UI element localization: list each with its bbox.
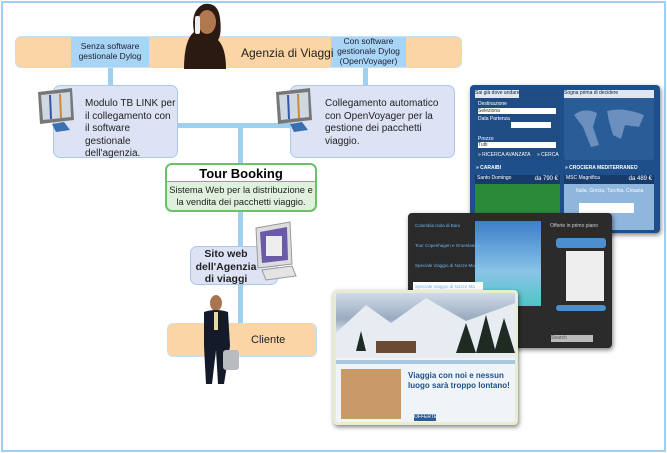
tb-link-text: Modulo TB LINK per il collegamento con i…: [85, 98, 176, 159]
openvoyager-text: Collegamento automatico con OpenVoyager …: [325, 98, 439, 147]
offer-price: da 790 €: [534, 176, 558, 182]
category-caribbean[interactable]: » CARAIBI: [476, 165, 502, 171]
client-label: Cliente: [251, 334, 286, 346]
connector: [108, 68, 113, 86]
without-dylog-cell: Senza software gestionale Dylog: [71, 37, 149, 67]
map-panel-title: Sogna prima di decidere: [564, 90, 654, 98]
site-headline: Viaggia con noi e nessun luogo sarà trop…: [408, 371, 510, 390]
offer-list-item[interactable]: Speciale Viaggio di Nozze Mo: [415, 263, 475, 268]
price-label: Prezzo: [478, 136, 494, 142]
computer-icon: [255, 221, 297, 281]
connector: [363, 68, 368, 86]
businessman-icon: [204, 295, 239, 384]
featured-offers-title: Offerte in primo piano: [550, 223, 598, 229]
screenshot-mountain-site: Viaggia con noi e nessun luogo sarà trop…: [333, 290, 518, 425]
client-box: Cliente: [167, 323, 317, 357]
search-panel-title: Sai già dove andare: [475, 90, 520, 98]
monitor-icon: [276, 88, 312, 132]
tour-booking-description: Sistema Web per la distribuzione e la ve…: [169, 185, 313, 207]
destination-label: Destinazione: [478, 101, 507, 107]
site-search-input[interactable]: Search: [551, 335, 593, 342]
offer-santo-domingo[interactable]: Santo Domingo: [475, 175, 560, 184]
connector: [238, 123, 243, 323]
screenshot-search-portal: Sai già dove andare Destinazione Selezio…: [470, 85, 660, 233]
date-input[interactable]: [511, 122, 551, 128]
tour-booking-box: Tour Booking Sistema Web per la distribu…: [165, 163, 317, 212]
agent-on-phone-icon: [184, 3, 226, 69]
travel-agency-bar: Senza software gestionale Dylog Con soft…: [15, 36, 462, 68]
offers-button[interactable]: OFFERTE: [414, 414, 438, 421]
tour-booking-title: Tour Booking: [167, 165, 315, 182]
agency-website-text: Sito web dell'Agenzia di viaggi: [195, 248, 257, 286]
agency-title: Agenzia di Viaggi: [241, 46, 334, 60]
offer-price: da 489 €: [628, 176, 652, 182]
offer-msc-magnifica[interactable]: MSC Magnifica: [564, 175, 654, 184]
dates-label: Data Partenza: [478, 116, 510, 122]
offer-list-item[interactable]: Tour Copenhagen e Groenlandia: [415, 243, 481, 248]
search-button[interactable]: » CERCA: [537, 152, 559, 158]
offer-list-item[interactable]: Colombia Isola di Baru: [415, 223, 461, 228]
world-map-icon: [574, 109, 644, 147]
tb-link-box: Modulo TB LINK per il collegamento con i…: [53, 85, 178, 159]
offer-subtitle: Italia, Grecia, Turchia, Croazia: [576, 188, 644, 194]
monitor-icon: [38, 88, 74, 132]
destination-select[interactable]: Seleziona: [478, 108, 556, 114]
with-dylog-cell: Con software gestionale Dylog (OpenVoyag…: [331, 36, 406, 67]
mountain-photo: [336, 298, 515, 358]
category-mediterranean[interactable]: » CROCIERA MEDITERRANEO: [565, 165, 638, 171]
advanced-search-link[interactable]: » RICERCA AVANZATA: [478, 152, 531, 158]
price-select[interactable]: Tutti: [478, 142, 556, 148]
connector: [178, 123, 290, 128]
